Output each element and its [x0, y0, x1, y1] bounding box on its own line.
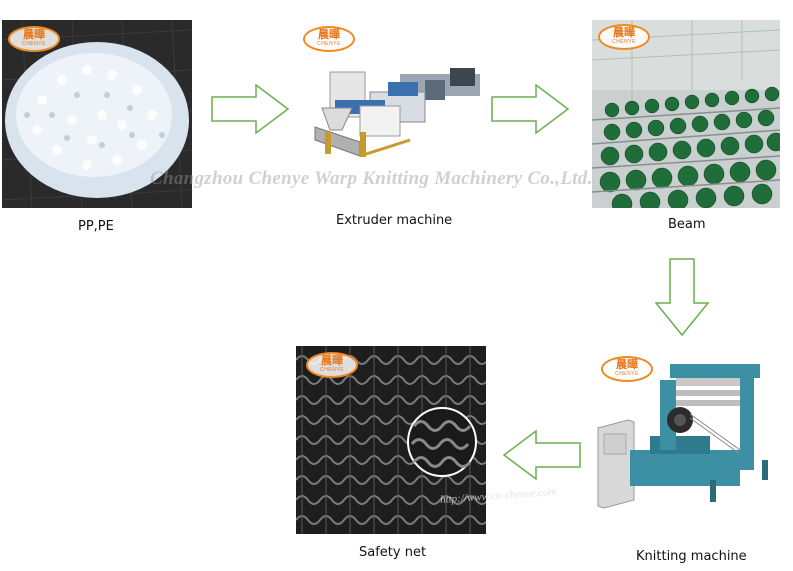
chenye-logo: 晨曄 CHENYE	[601, 356, 653, 382]
extruder-machine-image: 晨曄 CHENYE	[300, 22, 485, 172]
caption-knitting: Knitting machine	[636, 549, 747, 564]
caption-safety-net: Safety net	[359, 545, 427, 560]
logo-latin: CHENYE	[320, 367, 344, 373]
arrow-down-icon	[654, 258, 710, 337]
caption-extruder: Extruder machine	[336, 213, 453, 228]
logo-chinese: 晨曄	[318, 29, 340, 41]
caption-beam: Beam	[668, 217, 706, 232]
arrow-right-icon	[211, 83, 290, 135]
logo-chinese: 晨曄	[321, 355, 343, 367]
beam-image: 晨曄 CHENYE	[592, 20, 780, 208]
chenye-logo: 晨曄 CHENYE	[8, 26, 60, 52]
arrow-left-icon	[502, 429, 581, 481]
caption-pp-pe: PP,PE	[78, 219, 114, 234]
logo-chinese: 晨曄	[23, 29, 45, 41]
pp-pe-granules-image: 晨曄 CHENYE	[2, 20, 192, 208]
knitting-machine-image: 晨曄 CHENYE	[590, 350, 780, 516]
company-watermark: Changzhou Chenye Warp Knitting Machinery…	[150, 168, 593, 189]
safety-net-image: 晨曄 CHENYE	[296, 346, 486, 534]
logo-latin: CHENYE	[317, 41, 341, 47]
chenye-logo: 晨曄 CHENYE	[598, 24, 650, 50]
logo-latin: CHENYE	[615, 371, 639, 377]
chenye-logo: 晨曄 CHENYE	[306, 352, 358, 378]
chenye-logo: 晨曄 CHENYE	[303, 26, 355, 52]
logo-latin: CHENYE	[22, 41, 46, 47]
logo-chinese: 晨曄	[613, 27, 635, 39]
logo-chinese: 晨曄	[616, 359, 638, 371]
arrow-right-icon	[491, 83, 570, 135]
logo-latin: CHENYE	[612, 39, 636, 45]
